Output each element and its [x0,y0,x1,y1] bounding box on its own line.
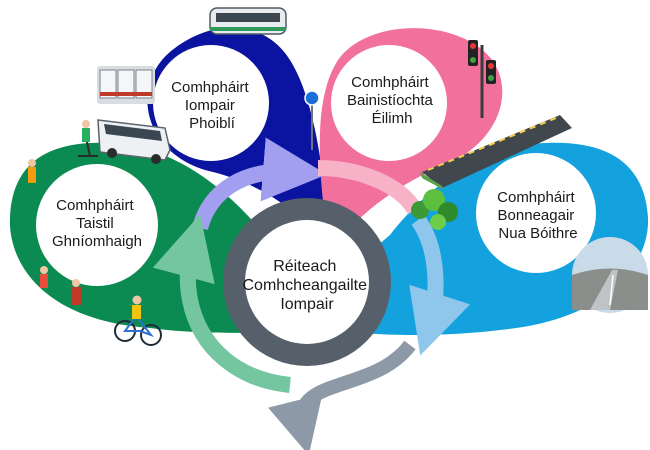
cycle-arrow-green [152,214,291,393]
public-transport-label: Comhpháirt Iompair Phoiblí [171,79,253,132]
trees-icon [411,189,458,230]
integrated-solution-bubble [245,220,369,344]
scooter-icon [78,120,98,157]
public-transport-bubble [153,45,269,161]
traffic-light-icon [468,40,496,118]
pedestrians-icon [28,159,81,305]
bus-icon [97,119,171,164]
cycle-arrow-blue [409,215,471,356]
demand-management-bubble [331,45,447,161]
bus-depot-icon [97,66,155,104]
active-travel-bubble [36,164,158,286]
new-road-infrastructure-label: Comhpháirt Bonneagair Nua Bóithre [497,189,579,242]
road-icon [420,115,572,190]
cycle-arrow-grey [268,340,416,450]
demand-management-label: Comhpháirt Bainistíochta Éilimh [347,74,437,127]
new-road-infrastructure-bubble [476,153,596,273]
road-photo-icon [572,237,648,313]
active-travel-label: Comhpháirt Taistil Ghníomhaigh [52,197,142,250]
cycle-arrow-pink [317,160,422,215]
bus-stop-sign-icon [304,90,320,150]
integrated-solution-label: Réiteach Comhcheangailte Iompair [243,258,372,313]
tram-icon [209,7,287,35]
cyclist-icon [114,295,162,346]
